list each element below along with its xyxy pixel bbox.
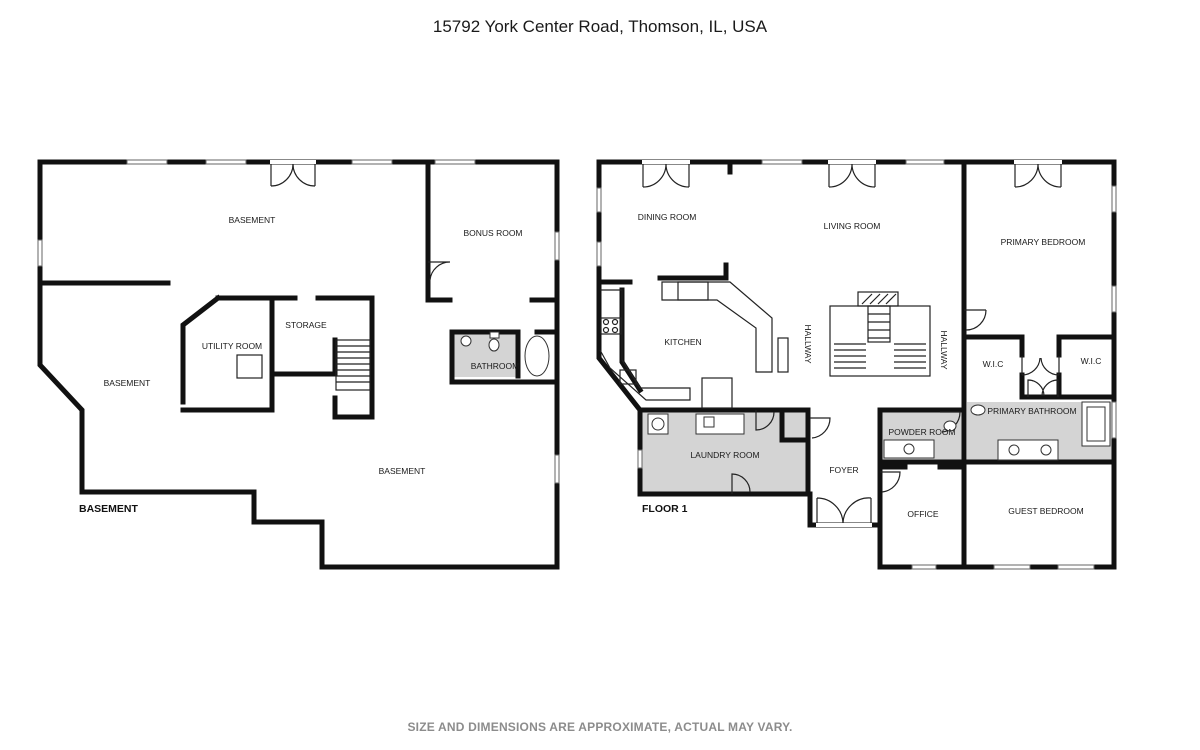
room-label: LIVING ROOM (824, 221, 881, 231)
floor1-window (1111, 185, 1117, 213)
foyer-closet-door (810, 417, 831, 439)
bedroom-french-door (1014, 160, 1062, 188)
basement-bathroom-wall (449, 329, 560, 385)
room-label: PRIMARY BATHROOM (987, 406, 1076, 416)
basement-plan: BASEMENT BONUS ROOM STORAGE UTILITY ROOM… (37, 159, 560, 570)
floor1-window (596, 241, 602, 267)
laundry-basin (703, 416, 715, 428)
bonus-room-door (428, 261, 451, 281)
room-label: DINING ROOM (638, 212, 697, 222)
floor1-window (993, 564, 1031, 570)
bath-french-door (1027, 379, 1059, 397)
room-label: W.I.C (983, 359, 1004, 369)
powder-toilet (943, 420, 957, 432)
basement-window (351, 159, 393, 165)
floor1-window (911, 564, 937, 570)
floor1-stairs (829, 305, 931, 377)
basement-window (434, 159, 476, 165)
utility-room-wall (180, 294, 298, 413)
floor1-window (905, 159, 945, 165)
disclaimer-text: SIZE AND DIMENSIONS ARE APPROXIMATE, ACT… (407, 720, 793, 734)
powder-sink (903, 443, 915, 455)
bonus-room-wall (425, 159, 560, 303)
floor1-window (761, 159, 803, 165)
basement-bathtub (524, 335, 550, 377)
floor1-window (1111, 401, 1117, 439)
floor-label-floor1: FLOOR 1 (642, 503, 688, 515)
room-label: BONUS ROOM (463, 228, 522, 238)
floor1-window (1057, 564, 1095, 570)
primary-bathtub-inner (1086, 406, 1106, 442)
room-label: UTILITY ROOM (202, 341, 262, 351)
bedroom-door (964, 309, 987, 331)
washer-drum (651, 417, 665, 431)
room-label: PRIMARY BEDROOM (1001, 237, 1086, 247)
basement-window (37, 239, 43, 267)
basement-window (126, 159, 168, 165)
basement-sink (460, 335, 472, 347)
basement-toilet (489, 331, 500, 339)
basement-toilet-bowl (488, 338, 500, 352)
room-label: BASEMENT (104, 378, 151, 388)
room-label: FOYER (829, 465, 858, 475)
room-label: HALLWAY (939, 330, 949, 369)
floor1-plan: DINING ROOM LIVING ROOM PRIMARY BEDROOM … (596, 159, 1117, 570)
kitchen-counter (599, 281, 789, 409)
room-label: STORAGE (285, 320, 327, 330)
room-label: HALLWAY (803, 324, 813, 363)
laundry-sink (695, 413, 745, 435)
basement-outer-wall (37, 159, 560, 570)
primary-toilet (970, 404, 986, 416)
laundry-exit-door (731, 473, 751, 494)
property-address: 15792 York Center Road, Thomson, IL, USA (432, 17, 768, 36)
room-label: POWDER ROOM (888, 427, 955, 437)
basement-window (205, 159, 247, 165)
room-label: OFFICE (907, 509, 938, 519)
utility-equipment (236, 354, 263, 379)
floor1-window (1111, 285, 1117, 313)
room-label: BASEMENT (229, 215, 276, 225)
office-door (880, 471, 901, 493)
room-label: BASEMENT (379, 466, 426, 476)
foyer-front-door (816, 497, 872, 527)
wic-walls (1019, 334, 1117, 400)
fireplace-hatch (861, 293, 897, 305)
powder-room-wall (877, 407, 967, 465)
room-label: W.I.C (1081, 356, 1102, 366)
living-french-door (828, 160, 876, 188)
floor1-window (637, 449, 643, 469)
office-wall (877, 464, 967, 570)
laundry-door (755, 410, 775, 431)
dining-partition (596, 262, 729, 285)
basement-stairs (335, 339, 371, 391)
dining-french-door (642, 160, 690, 188)
laundry-room-wall (639, 407, 811, 497)
room-label: BATHROOM (471, 361, 519, 371)
basement-french-door (270, 160, 316, 187)
basement-window (554, 231, 560, 261)
primary-sink (1008, 444, 1020, 456)
storage-wall (271, 295, 375, 420)
primary-sink (1040, 444, 1052, 456)
floor-label-basement: BASEMENT (79, 503, 139, 515)
floor1-window (596, 187, 602, 213)
wic-door (1040, 356, 1060, 376)
room-label: KITCHEN (664, 337, 701, 347)
room-label: GUEST BEDROOM (1008, 506, 1083, 516)
room-label: LAUNDRY ROOM (690, 450, 759, 460)
wic-door (1021, 356, 1041, 376)
basement-window (554, 454, 560, 484)
